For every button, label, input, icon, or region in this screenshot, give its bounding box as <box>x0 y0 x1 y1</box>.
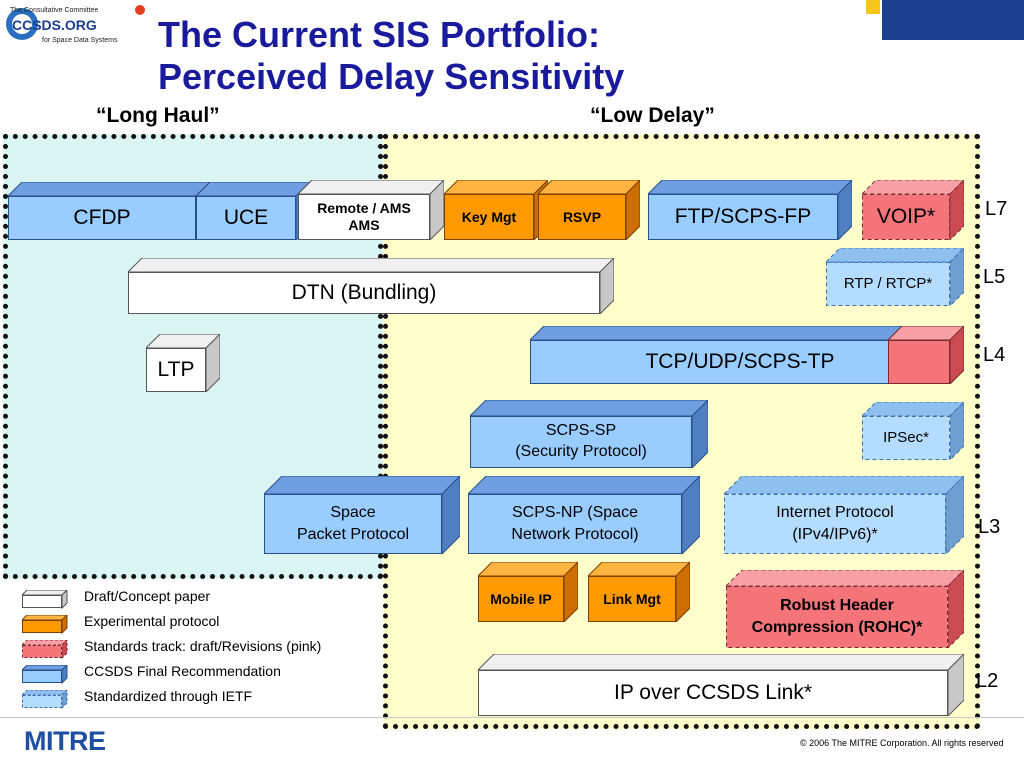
ltp-box: LTP <box>146 334 220 392</box>
space-packet-protocol-box-label: Space Packet Protocol <box>296 503 410 543</box>
dtn-bundling-box-label: DTN (Bundling) <box>291 280 437 304</box>
low-delay-heading: “Low Delay” <box>590 104 715 127</box>
logo-line1: The Consultative Committee <box>10 7 98 14</box>
rsvp-box-label: RSVP <box>562 208 602 225</box>
link-mgt-box: Link Mgt <box>588 562 690 622</box>
scps-np-box: SCPS-NP (Space Network Protocol) <box>468 476 700 554</box>
ltp-box-label: LTP <box>157 357 195 381</box>
ip-over-ccsds-link-box-label: IP over CCSDS Link* <box>613 680 813 704</box>
legend-swatch-ietf <box>22 690 68 710</box>
mobile-ip-box-label: Mobile IP <box>490 590 552 607</box>
space-packet-protocol-box: Space Packet Protocol <box>264 476 460 554</box>
remote-ams-box-label: Remote / AMS AMS <box>317 199 411 234</box>
voip-box: VOIP* <box>862 180 964 240</box>
dtn-bundling-box: DTN (Bundling) <box>128 258 614 314</box>
title-line2: Perceived Delay Sensitivity <box>158 56 625 97</box>
ipsec-box: IPSec* <box>862 402 964 460</box>
corner-decoration <box>866 0 1024 40</box>
footer-divider <box>0 717 1024 718</box>
title-line1: The Current SIS Portfolio: <box>158 14 601 55</box>
remote-ams-box: Remote / AMS AMS <box>298 180 444 240</box>
logo-line3: for Space Data Systems <box>42 37 118 44</box>
scps-np-box-label: SCPS-NP (Space Network Protocol) <box>511 503 639 543</box>
voip-box-label: VOIP* <box>876 204 936 228</box>
copyright-text: © 2006 The MITRE Corporation. All rights… <box>800 738 1004 748</box>
ftp-scps-fp-box-label: FTP/SCPS-FP <box>674 204 812 228</box>
legend-label: Standards track: draft/Revisions (pink) <box>84 638 322 654</box>
key-mgt-box: Key Mgt <box>444 180 548 240</box>
layer-label-l7: L7 <box>985 198 1008 220</box>
mitre-logo: MITRE <box>24 726 106 756</box>
legend-label: Experimental protocol <box>84 613 220 629</box>
ip-over-ccsds-link-box: IP over CCSDS Link* <box>478 654 964 716</box>
tcp-udp-scps-tp-box-label: TCP/UDP/SCPS-TP <box>645 349 835 373</box>
legend-swatch-pink <box>22 640 68 660</box>
scps-sp-box: SCPS-SP (Security Protocol) <box>470 400 708 468</box>
legend-label: Draft/Concept paper <box>84 588 211 604</box>
internet-protocol-box-label: Internet Protocol (IPv4/IPv6)* <box>776 503 894 543</box>
logo-line2: CCSDS.ORG <box>12 17 97 33</box>
layer-label-l2: L2 <box>976 670 999 692</box>
legend-label: CCSDS Final Recommendation <box>84 663 281 679</box>
long-haul-heading: “Long Haul” <box>96 104 220 127</box>
key-mgt-box-label: Key Mgt <box>461 208 517 225</box>
scps-sp-box-label: SCPS-SP (Security Protocol) <box>515 422 647 460</box>
tcp-extension-pink-segment <box>888 326 964 384</box>
rsvp-box: RSVP <box>538 180 640 240</box>
cfdp-box-label: CFDP <box>73 205 131 229</box>
legend-label: Standardized through IETF <box>84 688 253 704</box>
layer-label-l5: L5 <box>983 266 1006 288</box>
layer-label-l4: L4 <box>983 344 1006 366</box>
rtp-rtcp-box-label: RTP / RTCP* <box>843 275 933 293</box>
ftp-scps-fp-box: FTP/SCPS-FP <box>648 180 852 240</box>
rohc-box-label: Robust Header Compression (ROHC)* <box>751 596 923 636</box>
mobile-ip-box: Mobile IP <box>478 562 578 622</box>
layer-label-l3: L3 <box>978 516 1001 538</box>
slide-title: The Current SIS Portfolio: Perceived Del… <box>158 14 798 98</box>
rtp-rtcp-box: RTP / RTCP* <box>826 248 964 306</box>
cfdp-box: CFDP <box>8 182 210 240</box>
legend-swatch-draft <box>22 590 68 610</box>
link-mgt-box-label: Link Mgt <box>603 590 661 607</box>
internet-protocol-box: Internet Protocol (IPv4/IPv6)* <box>724 476 964 554</box>
ipsec-box-label: IPSec* <box>883 429 929 447</box>
ccsds-logo: The Consultative Committee CCSDS.ORG for… <box>2 2 150 46</box>
legend-swatch-ccsds <box>22 665 68 685</box>
uce-box: UCE <box>196 182 310 240</box>
legend-swatch-experimental <box>22 615 68 635</box>
rohc-box: Robust Header Compression (ROHC)* <box>726 570 964 648</box>
uce-box-label: UCE <box>223 205 269 229</box>
